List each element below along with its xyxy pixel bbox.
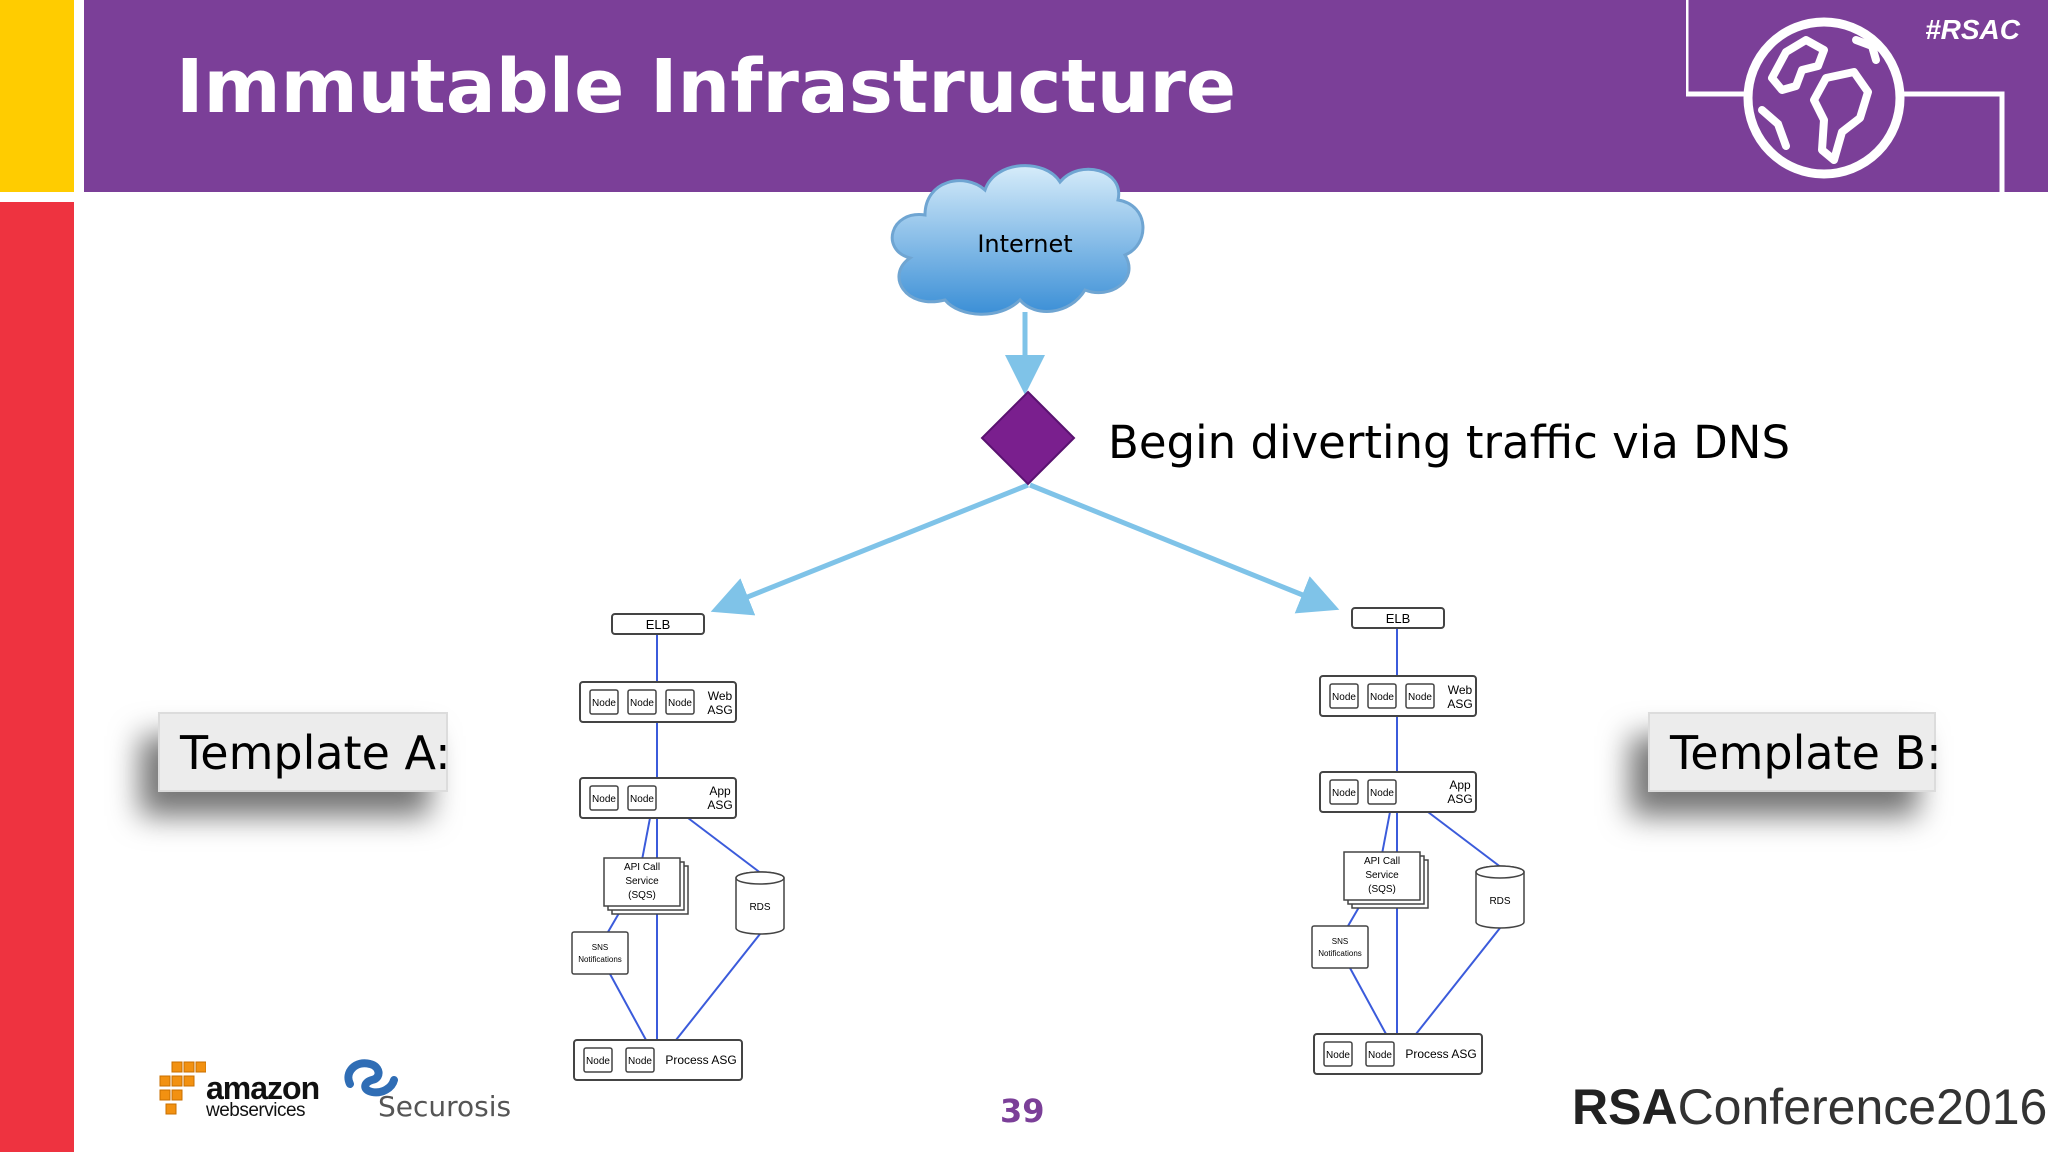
rds-label-b: RDS: [1489, 896, 1510, 907]
web-node-b-1: Node: [1332, 692, 1356, 703]
globe-icon: [1686, 0, 2005, 192]
rds-label-a: RDS: [749, 902, 770, 913]
api-service-b-2: Service: [1365, 870, 1399, 881]
process-node-a-1: Node: [586, 1056, 610, 1067]
web-node-b-2: Node: [1370, 692, 1394, 703]
app-node-a-1: Node: [592, 794, 616, 805]
process-node-b-1: Node: [1326, 1050, 1350, 1061]
web-asg-label-a-1: Web: [708, 689, 733, 703]
securosis-wordmark: Securosis: [378, 1090, 512, 1123]
stack-template-a: ELB Node Node Node Web ASG Node Node App…: [571, 613, 785, 1081]
api-service-b-3: (SQS): [1368, 884, 1396, 895]
process-node-b-2: Node: [1368, 1050, 1392, 1061]
hashtag: #RSAC: [1925, 14, 2020, 45]
process-asg-label-b: Process ASG: [1405, 1047, 1476, 1061]
dns-caption: Begin diverting traffic via DNS: [1108, 416, 1791, 469]
arrow-dns-to-template-b: [1029, 482, 1340, 614]
rsa-logo-rest: Conference2016: [1677, 1079, 2048, 1135]
accent-bar-red: [0, 202, 74, 1152]
rsa-logo-bold: RSA: [1572, 1079, 1678, 1135]
securosis-swirl-icon: [344, 1059, 398, 1097]
api-service-a-3: (SQS): [628, 890, 656, 901]
template-a-label: Template A:: [158, 712, 451, 792]
app-asg-label-b-1: App: [1449, 778, 1471, 792]
app-asg-label-a-1: App: [709, 784, 731, 798]
aws-subtext: webservices: [206, 1100, 306, 1121]
elb-label-a: ELB: [646, 617, 671, 632]
app-node-b-1: Node: [1332, 788, 1356, 799]
sns-b-1: SNS: [1332, 937, 1348, 946]
process-node-a-2: Node: [628, 1056, 652, 1067]
web-node-b-3: Node: [1408, 692, 1432, 703]
internet-cloud: [890, 164, 1145, 316]
slide-title: Immutable Infrastructure: [176, 44, 1237, 130]
accent-bar-yellow: [0, 0, 74, 192]
web-node-a-1: Node: [592, 698, 616, 709]
stack-template-b: ELB Node Node Node Web ASG Node Node App…: [1311, 607, 1525, 1075]
aws-boxes-icon: [159, 1061, 206, 1115]
api-service-a-2: Service: [625, 876, 659, 887]
cloud-label: Internet: [977, 230, 1072, 258]
rsa-conference-logo: RSAConference2016: [1572, 1078, 2047, 1136]
api-service-b-1: API Call: [1364, 856, 1400, 867]
app-asg-label-b-2: ASG: [1447, 792, 1472, 806]
web-asg-label-b-1: Web: [1448, 683, 1473, 697]
process-asg-label-a: Process ASG: [665, 1053, 736, 1067]
web-asg-label-b-2: ASG: [1447, 697, 1472, 711]
page-number: 39: [1000, 1092, 1045, 1130]
web-node-a-3: Node: [668, 698, 692, 709]
api-service-a-1: API Call: [624, 862, 660, 873]
elb-label-b: ELB: [1386, 611, 1411, 626]
app-node-b-2: Node: [1370, 788, 1394, 799]
app-asg-label-a-2: ASG: [707, 798, 732, 812]
sns-a-1: SNS: [592, 943, 608, 952]
web-asg-label-a-2: ASG: [707, 703, 732, 717]
dns-diamond: [980, 390, 1076, 486]
app-node-a-2: Node: [630, 794, 654, 805]
template-b-label: Template B:: [1648, 712, 1942, 792]
aws-wordmark: amazon: [206, 1070, 320, 1106]
web-node-a-2: Node: [630, 698, 654, 709]
sns-b-2: Notifications: [1318, 949, 1362, 958]
arrow-dns-to-template-a: [710, 482, 1029, 616]
sns-a-2: Notifications: [578, 955, 622, 964]
